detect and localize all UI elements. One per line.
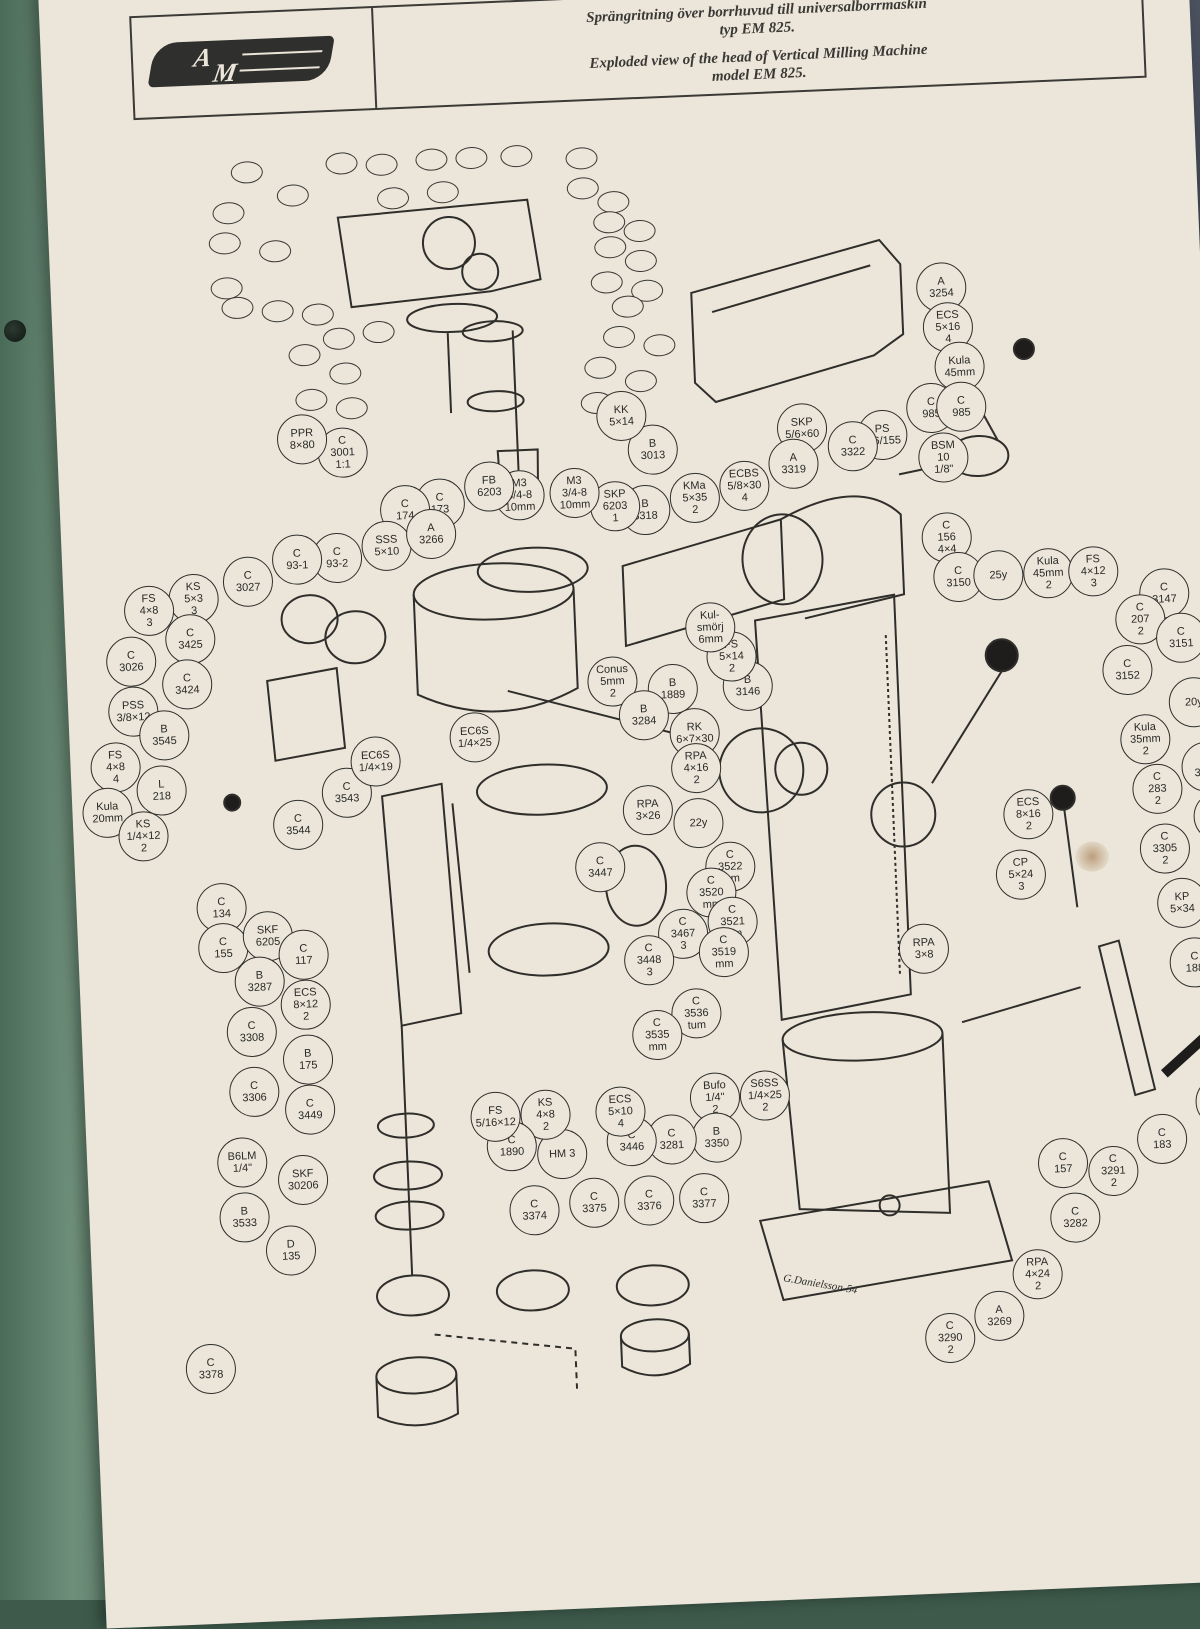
nut-body <box>375 1373 460 1427</box>
gear <box>461 252 500 291</box>
bearing-cap <box>324 610 387 665</box>
lever <box>931 669 1004 784</box>
feed-gear-inner <box>774 741 829 796</box>
gear <box>421 216 476 271</box>
manual-page: A M Sprängritning över borrhuvud till un… <box>38 0 1200 1629</box>
flange-disc <box>475 763 608 816</box>
rack-bar <box>451 803 471 973</box>
lower-column-top <box>781 1011 944 1062</box>
cover-plate-edge <box>711 264 871 314</box>
arm-housing <box>780 495 906 620</box>
bearing-cap <box>280 594 339 645</box>
lever-knob <box>984 638 1019 673</box>
gear <box>461 320 524 343</box>
crank-handle <box>1161 1017 1200 1078</box>
spindle-sleeve <box>380 782 463 1027</box>
washer <box>615 1264 690 1307</box>
lever-knob <box>1012 338 1035 361</box>
washer <box>495 1269 570 1312</box>
feed-gear <box>718 727 805 814</box>
base-plate <box>758 1180 1014 1302</box>
quill-housing <box>412 588 579 713</box>
crank-shaft <box>961 986 1081 1024</box>
lever-knob <box>1049 784 1076 811</box>
exploded-view-drawing <box>223 198 1200 1427</box>
gear <box>406 302 499 334</box>
gear <box>466 390 525 413</box>
nut <box>375 1356 458 1395</box>
quill-housing-top <box>412 562 575 621</box>
arm-flange <box>741 513 824 606</box>
collar-body <box>619 1333 692 1377</box>
ring <box>487 922 610 977</box>
washer <box>376 1274 450 1317</box>
shaft <box>446 333 453 414</box>
bearing <box>376 1112 435 1139</box>
spindle <box>400 1025 414 1276</box>
collar <box>619 1318 690 1353</box>
binder-ring <box>4 320 26 342</box>
bearing <box>374 1200 445 1231</box>
lever <box>1061 797 1079 908</box>
bracket <box>266 666 347 762</box>
vertical-column <box>753 593 912 1021</box>
bolt-hole <box>878 1194 901 1217</box>
bearing-ring <box>476 546 589 593</box>
small-knob <box>223 793 242 812</box>
lower-column <box>781 1032 952 1214</box>
cover-plate <box>690 238 905 404</box>
horizontal-arm <box>621 518 786 648</box>
rack <box>884 635 901 975</box>
bearing <box>372 1160 443 1191</box>
gear-head-housing <box>336 198 542 309</box>
dashed-path <box>434 1333 579 1389</box>
handwheel-hub <box>870 781 937 848</box>
crank-arm <box>1097 939 1157 1097</box>
shaft <box>511 330 520 471</box>
